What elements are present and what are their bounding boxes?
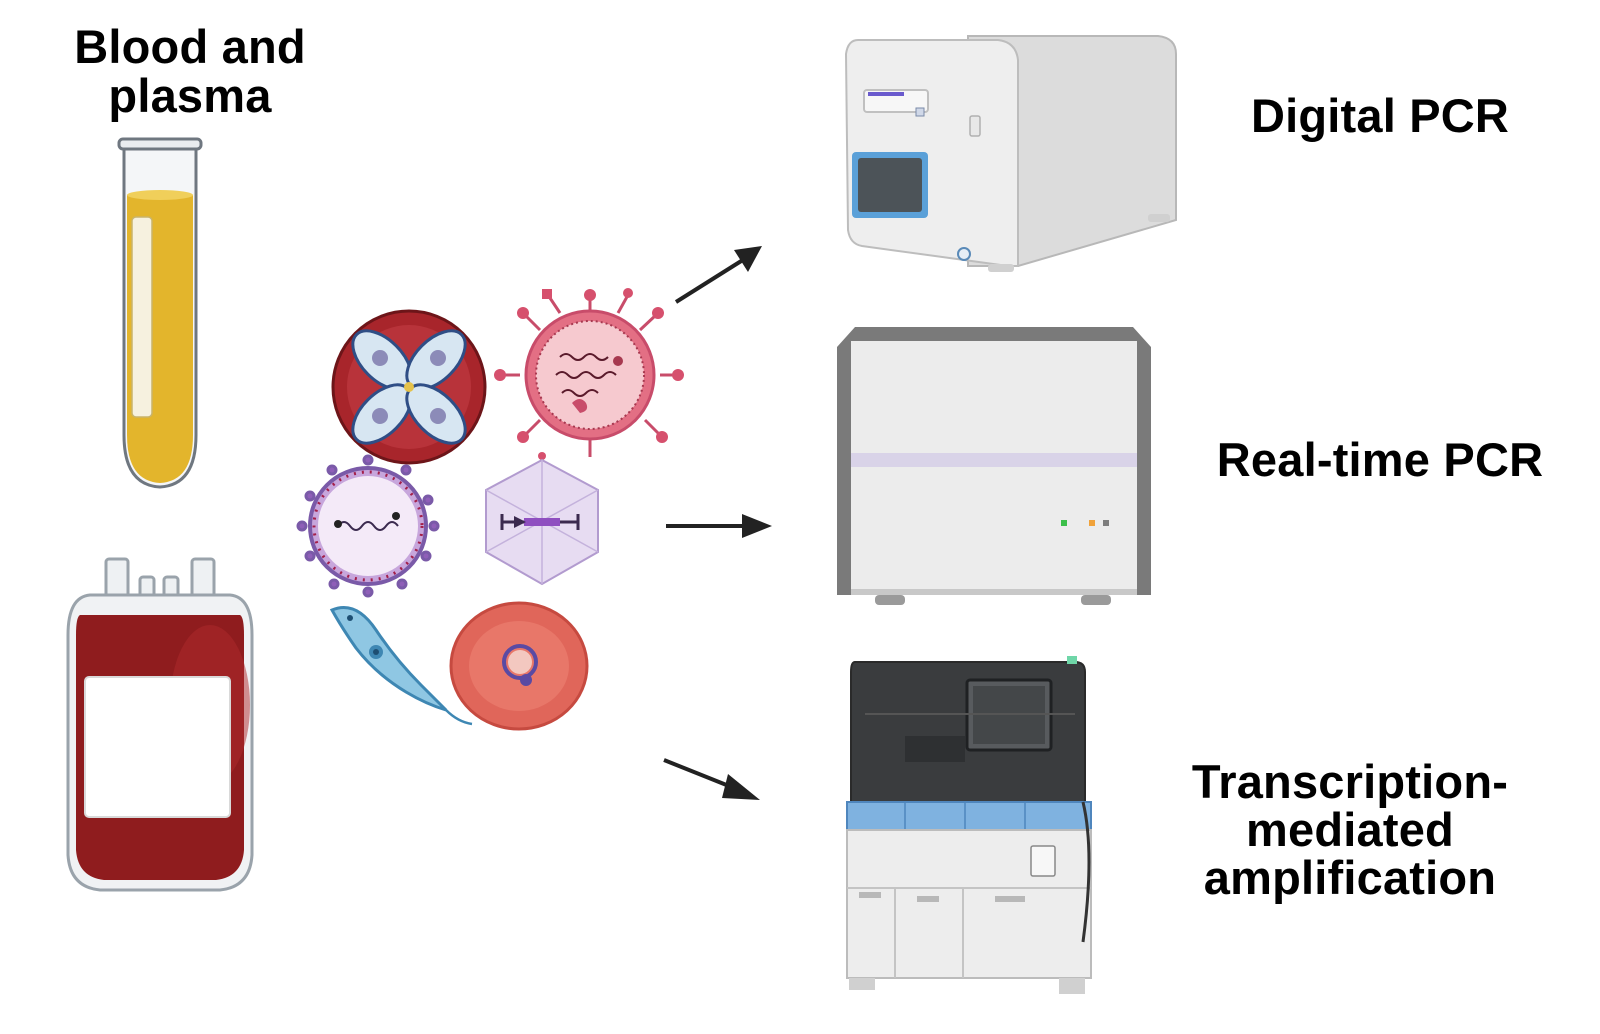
capsid-virus-icon bbox=[485, 452, 599, 586]
infected-red-cell-icon bbox=[331, 309, 487, 465]
trypanosome-icon bbox=[329, 606, 473, 726]
tma-label-line1: Transcription- bbox=[1191, 755, 1509, 808]
arrow-to-tma-icon bbox=[663, 758, 760, 800]
tma-label-line3: amplification bbox=[1203, 851, 1497, 904]
tma-label: Transcription- mediated amplification bbox=[1150, 758, 1550, 902]
arrow-to-digital-icon bbox=[674, 246, 762, 304]
tma-instrument-icon bbox=[846, 656, 1092, 994]
digital-pcr-label: Digital PCR bbox=[1250, 89, 1510, 142]
arrow-to-realtime-icon bbox=[666, 514, 772, 538]
digital-pcr-instrument-icon bbox=[844, 35, 1177, 272]
source-label-line1: Blood and bbox=[74, 20, 306, 73]
virus-pink-icon bbox=[494, 288, 684, 457]
source-label-line2: plasma bbox=[108, 69, 272, 122]
source-label: Blood and plasma bbox=[40, 22, 340, 120]
virus-purple-icon bbox=[296, 454, 440, 598]
tma-label-line2: mediated bbox=[1246, 803, 1454, 856]
realtime-pcr-instrument-icon bbox=[837, 327, 1151, 605]
plasma-tube-icon bbox=[117, 137, 203, 489]
blood-bag-icon bbox=[66, 557, 254, 892]
ring-stage-cell-icon bbox=[449, 601, 589, 731]
realtime-pcr-label: Real-time PCR bbox=[1216, 433, 1544, 486]
